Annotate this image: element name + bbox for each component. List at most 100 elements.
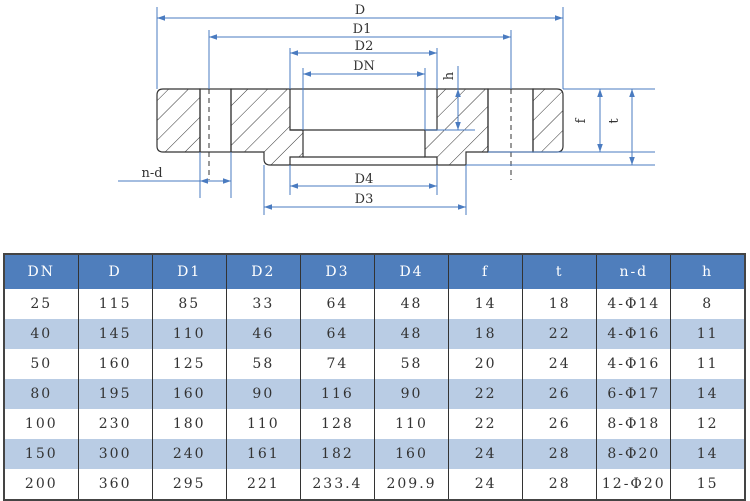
table-cell: 182 bbox=[299, 439, 375, 469]
table-cell: 195 bbox=[77, 379, 153, 409]
column-header: D4 bbox=[373, 254, 450, 289]
column-header: h bbox=[670, 254, 746, 289]
label-D4: D4 bbox=[355, 172, 374, 187]
table-cell: 100 bbox=[3, 409, 79, 439]
table-cell: 25 bbox=[3, 289, 79, 319]
column-header: DN bbox=[3, 254, 79, 289]
label-DN: DN bbox=[353, 59, 375, 74]
table-cell: 58 bbox=[225, 349, 301, 379]
table-cell: 85 bbox=[151, 289, 227, 319]
table-cell: 180 bbox=[151, 409, 227, 439]
dimension-labels: D D1 D2 DN h f t n-d D4 D3 bbox=[141, 3, 622, 207]
table-cell: 150 bbox=[3, 439, 79, 469]
table-cell: 64 bbox=[299, 289, 375, 319]
table-cell: 4-Φ16 bbox=[596, 349, 672, 379]
table-cell: 14 bbox=[448, 289, 524, 319]
table-cell: 125 bbox=[151, 349, 227, 379]
right-hub bbox=[424, 88, 489, 166]
label-h: h bbox=[442, 71, 457, 80]
table-cell: 90 bbox=[225, 379, 301, 409]
table-cell: 14 bbox=[670, 439, 746, 469]
table-cell: 209.9 bbox=[373, 469, 450, 500]
table-cell: 8-Φ20 bbox=[596, 439, 672, 469]
table-cell: 160 bbox=[77, 349, 153, 379]
table-cell: 200 bbox=[3, 469, 79, 500]
column-header: D3 bbox=[299, 254, 375, 289]
table-cell: 48 bbox=[373, 319, 450, 349]
table-cell: 300 bbox=[77, 439, 153, 469]
table-cell: 160 bbox=[373, 439, 450, 469]
table-cell: 8 bbox=[670, 289, 746, 319]
table-cell: 22 bbox=[522, 319, 598, 349]
table-cell: 90 bbox=[373, 379, 450, 409]
table-cell: 11 bbox=[670, 319, 746, 349]
column-header: D2 bbox=[225, 254, 301, 289]
table-cell: 4-Φ16 bbox=[596, 319, 672, 349]
label-nd: n-d bbox=[141, 166, 162, 181]
table-cell: 46 bbox=[225, 319, 301, 349]
table-cell: 80 bbox=[3, 379, 79, 409]
label-t: t bbox=[607, 118, 622, 124]
left-bolt-hole bbox=[199, 88, 232, 153]
table-cell: 160 bbox=[151, 379, 227, 409]
table-cell: 18 bbox=[522, 289, 598, 319]
table-cell: 233.4 bbox=[299, 469, 375, 500]
table-cell: 240 bbox=[151, 439, 227, 469]
left-outer-ring bbox=[156, 88, 201, 153]
table-cell: 74 bbox=[299, 349, 375, 379]
table-cell: 128 bbox=[299, 409, 375, 439]
table-cell: 58 bbox=[373, 349, 450, 379]
table-cell: 48 bbox=[373, 289, 450, 319]
label-D1: D1 bbox=[353, 22, 372, 37]
table-cell: 110 bbox=[373, 409, 450, 439]
flange-drawing: D D1 D2 DN h f t n-d D4 D3 bbox=[118, 3, 655, 215]
label-f: f bbox=[574, 117, 589, 123]
table-cell: 28 bbox=[522, 469, 598, 500]
label-D: D bbox=[355, 3, 365, 18]
table-cell: 4-Φ14 bbox=[596, 289, 672, 319]
dimensions bbox=[118, 7, 655, 215]
table-cell: 15 bbox=[670, 469, 746, 500]
table-cell: 295 bbox=[151, 469, 227, 500]
table-cell: 221 bbox=[225, 469, 301, 500]
column-header: n-d bbox=[596, 254, 672, 289]
table-cell: 360 bbox=[77, 469, 153, 500]
column-header: t bbox=[522, 254, 598, 289]
table-cell: 50 bbox=[3, 349, 79, 379]
table-cell: 115 bbox=[77, 289, 153, 319]
right-outer-ring bbox=[532, 88, 564, 153]
table-cell: 110 bbox=[225, 409, 301, 439]
table-cell: 161 bbox=[225, 439, 301, 469]
table-cell: 22 bbox=[448, 379, 524, 409]
table-cell: 24 bbox=[522, 349, 598, 379]
table-cell: 24 bbox=[448, 469, 524, 500]
table-cell: 116 bbox=[299, 379, 375, 409]
table-cell: 20 bbox=[448, 349, 524, 379]
table-cell: 28 bbox=[522, 439, 598, 469]
table-cell: 26 bbox=[522, 409, 598, 439]
table-cell: 11 bbox=[670, 349, 746, 379]
table-cell: 40 bbox=[3, 319, 79, 349]
table-cell: 6-Φ17 bbox=[596, 379, 672, 409]
table-cell: 12-Φ20 bbox=[596, 469, 672, 500]
table-cell: 18 bbox=[448, 319, 524, 349]
table-cell: 26 bbox=[522, 379, 598, 409]
table-cell: 14 bbox=[670, 379, 746, 409]
left-hub bbox=[230, 88, 304, 166]
table-cell: 230 bbox=[77, 409, 153, 439]
column-header: D1 bbox=[151, 254, 227, 289]
table-cell: 145 bbox=[77, 319, 153, 349]
table-cell: 110 bbox=[151, 319, 227, 349]
table-cell: 8-Φ18 bbox=[596, 409, 672, 439]
label-D3: D3 bbox=[355, 192, 374, 207]
table-cell: 33 bbox=[225, 289, 301, 319]
